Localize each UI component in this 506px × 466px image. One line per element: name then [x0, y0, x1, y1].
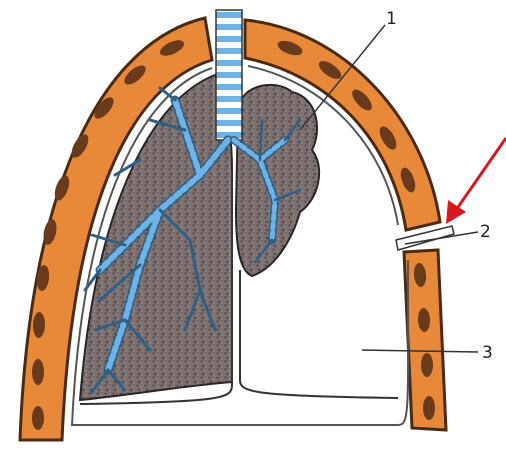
- trachea: [216, 10, 242, 140]
- mediastinum-line-right: [240, 270, 398, 398]
- collapsed-right-lung: [236, 85, 319, 276]
- label-1: 1: [386, 9, 397, 29]
- air-entry-arrow: [446, 138, 506, 224]
- label-3: 3: [482, 343, 493, 363]
- label-2: 2: [480, 222, 491, 242]
- leader-line-3: [362, 350, 478, 352]
